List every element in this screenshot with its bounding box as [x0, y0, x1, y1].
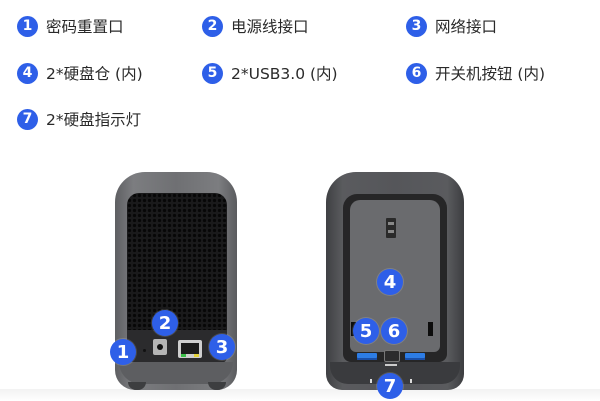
dc-power-port — [153, 339, 167, 355]
device-base — [119, 362, 233, 384]
marker-badge: 7 — [377, 373, 403, 399]
number-badge: 2 — [202, 15, 223, 37]
legend-label: 密码重置口 — [46, 18, 124, 36]
marker-badge: 3 — [209, 334, 235, 360]
tray-slot — [428, 322, 433, 336]
legend-item-reset-port: 1 密码重置口 — [17, 14, 124, 38]
number-badge: 3 — [406, 15, 427, 37]
usb-port — [357, 353, 377, 360]
legend-label: 开关机按钮 (内) — [435, 65, 546, 83]
legend-item-network-port: 3 网络接口 — [406, 14, 497, 38]
legend-item-power-port: 2 电源线接口 — [202, 14, 309, 38]
hdd-led — [410, 379, 412, 383]
fan-grill — [127, 193, 227, 341]
foot — [208, 382, 226, 390]
power-button — [384, 350, 400, 362]
legend-item-hdd-led: 7 2*硬盘指示灯 — [17, 107, 141, 131]
marker-badge: 2 — [152, 310, 178, 336]
led-bar — [385, 364, 397, 366]
number-badge: 7 — [17, 108, 38, 130]
marker-badge: 5 — [353, 318, 379, 344]
tray-latch — [386, 218, 396, 238]
legend-label: 2*硬盘指示灯 — [46, 111, 142, 129]
number-badge: 4 — [17, 62, 38, 84]
number-badge: 1 — [17, 15, 38, 37]
floor-shadow — [0, 389, 600, 401]
ethernet-port — [178, 340, 202, 358]
usb-port — [405, 353, 425, 360]
foot — [128, 382, 146, 390]
legend-item-usb: 5 2*USB3.0 (内) — [202, 61, 338, 85]
reset-hole — [143, 349, 146, 352]
marker-badge: 6 — [381, 318, 407, 344]
legend-label: 2*USB3.0 (内) — [231, 65, 338, 83]
marker-badge: 4 — [377, 269, 403, 295]
number-badge: 5 — [202, 62, 223, 84]
hdd-led — [370, 379, 372, 383]
legend-label: 电源线接口 — [231, 18, 309, 36]
legend-item-hdd-bay: 4 2*硬盘仓 (内) — [17, 61, 143, 85]
marker-badge: 1 — [110, 339, 136, 365]
legend-label: 网络接口 — [435, 18, 498, 36]
legend-label: 2*硬盘仓 (内) — [46, 65, 143, 83]
number-badge: 6 — [406, 62, 427, 84]
legend-item-power-button: 6 开关机按钮 (内) — [406, 61, 545, 85]
